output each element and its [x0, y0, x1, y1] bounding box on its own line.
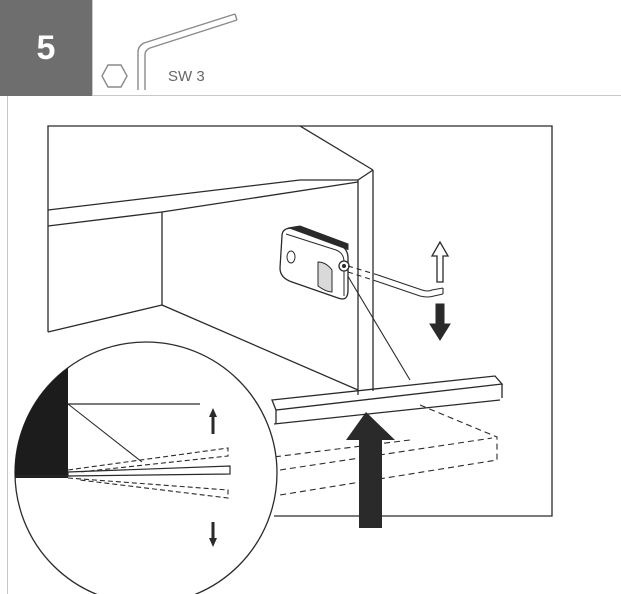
turn-direction-arrows	[429, 240, 451, 341]
up-arrow-icon	[430, 240, 450, 283]
detail-down-arrow-icon	[209, 522, 217, 547]
panel-left-rule	[7, 96, 8, 594]
drawer-front-raised	[271, 375, 504, 425]
step-number: 5	[36, 28, 56, 67]
hex-key-inserted	[347, 265, 444, 298]
view-frame	[47, 125, 553, 517]
height-adjuster-housing	[279, 225, 350, 300]
detail-magnifier	[14, 341, 278, 594]
hex-key-icon	[101, 13, 238, 90]
drawer-front-lowered	[264, 404, 498, 496]
cabinet	[47, 125, 374, 395]
header-divider	[92, 0, 93, 96]
wrench-size-label: SW 3	[168, 68, 205, 85]
adjuster-cable	[342, 267, 411, 381]
step-number-badge: 5	[0, 0, 92, 96]
tool-indicator	[98, 8, 298, 92]
down-arrow-icon	[429, 303, 451, 341]
step-header: 5 SW 3	[0, 0, 621, 96]
detail-up-arrow-icon	[209, 408, 217, 434]
hexagon-icon	[101, 64, 128, 88]
push-up-arrow-icon	[346, 412, 395, 528]
